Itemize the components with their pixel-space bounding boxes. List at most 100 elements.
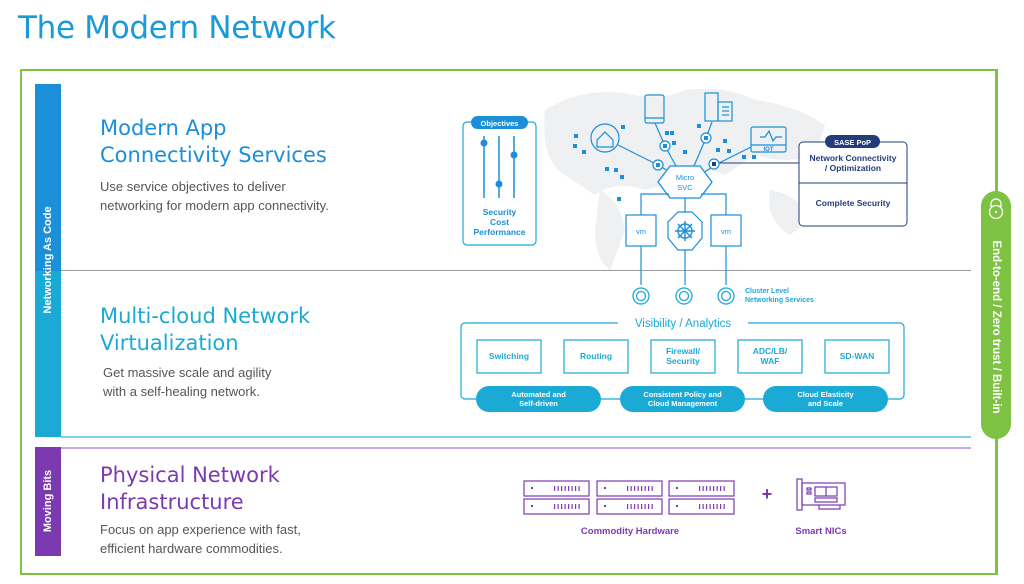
zero-trust-connector <box>995 71 997 191</box>
server-icon <box>523 480 590 497</box>
objectives-badge <box>471 116 528 129</box>
section-title-physical: Physical Network Infrastructure <box>100 462 280 516</box>
gear-icon <box>675 287 693 305</box>
gear-icon <box>717 287 735 305</box>
service-box-frame <box>737 339 803 374</box>
vm-label: vm <box>721 227 731 236</box>
sase-badge-label: SASE PoP <box>834 138 871 147</box>
service-label: Switching <box>489 351 529 361</box>
slider-knob <box>480 139 488 147</box>
service-box-frame <box>824 339 890 374</box>
smart-nic-icon <box>796 478 846 511</box>
plus-sign: + <box>762 484 773 504</box>
visibility-label-bg <box>618 316 748 330</box>
service-box: ADC/LB/WAF <box>737 339 803 374</box>
service-label: Security <box>666 356 700 366</box>
service-boxes: Switching Routing Firewall/Security ADC/LB/… <box>476 339 890 374</box>
server-icon <box>596 480 663 497</box>
cluster-label: Cluster Level <box>745 288 789 295</box>
server-icon <box>668 498 735 515</box>
commodity-hardware-servers <box>523 480 735 515</box>
pill-bg <box>763 386 888 412</box>
section-divider <box>61 436 971 438</box>
tree-lines <box>640 193 727 285</box>
service-label: Firewall/ <box>666 346 701 356</box>
title-line: Physical Network <box>100 463 280 487</box>
iot-icon <box>750 126 787 153</box>
lock-icon <box>988 198 1004 220</box>
server-icon <box>596 498 663 515</box>
gear-icons <box>632 287 735 305</box>
cluster-label: Networking Services <box>745 297 814 304</box>
micro-svc-label: Micro <box>676 173 694 182</box>
service-box: Routing <box>563 339 629 374</box>
gear-icon <box>632 287 650 305</box>
title-line: Modern App <box>100 116 227 140</box>
desc-line: with a self-healing network. <box>103 384 260 399</box>
objective-performance: Performance <box>474 227 526 237</box>
title-line: Connectivity Services <box>100 143 327 167</box>
pill-label: Consistent Policy and <box>643 390 722 399</box>
networking-as-code-band-bottom <box>35 271 61 437</box>
service-box: Switching <box>476 339 542 374</box>
section-divider <box>61 447 971 449</box>
pill-bg <box>620 386 745 412</box>
zero-trust-pill <box>981 191 1011 439</box>
desc-line: Focus on app experience with fast, <box>100 522 301 537</box>
smart-nics-label: Smart NICs <box>795 526 846 537</box>
pill-label: Cloud Management <box>648 399 718 408</box>
section-desc-app-connectivity: Use service objectives to deliver networ… <box>100 177 329 215</box>
objectives-badge-label: Objectives <box>481 119 519 128</box>
service-box-frame <box>563 339 629 374</box>
sase-row2: Complete Security <box>816 198 891 208</box>
service-label: Routing <box>580 351 612 361</box>
service-box: Firewall/Security <box>650 339 716 374</box>
vm-box <box>710 214 742 247</box>
pill-label: Self-driven <box>519 399 558 408</box>
server-icon <box>668 480 735 497</box>
server-icon <box>523 498 590 515</box>
pill-label: Automated and <box>511 390 566 399</box>
commodity-hardware-label: Commodity Hardware <box>581 526 679 537</box>
iot-label: IOT <box>764 147 774 153</box>
pill-label: Cloud Elasticity <box>797 390 854 399</box>
vm-label: vm <box>636 227 646 236</box>
networking-as-code-band-top <box>35 84 61 271</box>
page-title: The Modern Network <box>18 10 336 46</box>
pill-bg <box>476 386 601 412</box>
title-line: Multi-cloud Network <box>100 304 311 328</box>
micro-svc-label: SVC <box>677 183 693 192</box>
objective-cost: Cost <box>490 217 509 227</box>
helm-wheel-icon <box>675 221 695 241</box>
zero-trust-connector <box>995 439 997 573</box>
desc-line: networking for modern app connectivity. <box>100 198 329 213</box>
desc-line: Get massive scale and agility <box>103 365 272 380</box>
service-box-frame <box>476 339 542 374</box>
moving-bits-band <box>35 447 61 556</box>
title-line: Virtualization <box>100 331 239 355</box>
section-desc-physical: Focus on app experience with fast, effic… <box>100 520 301 558</box>
home-glyph <box>596 131 614 148</box>
sase-row1: Network Connectivity <box>810 153 897 163</box>
slider-knob <box>510 151 518 159</box>
sase-row1: / Optimization <box>825 163 881 173</box>
connector-nodes <box>652 132 720 171</box>
section-desc-multicloud: Get massive scale and agility with a sel… <box>103 363 271 401</box>
service-box-frame <box>650 339 716 374</box>
service-label: WAF <box>761 356 780 366</box>
title-line: Infrastructure <box>100 490 244 514</box>
objective-security: Security <box>483 207 517 217</box>
slider-knob <box>495 180 503 188</box>
pill-label: and Scale <box>808 399 843 408</box>
home-user-icon <box>590 123 620 153</box>
vm-box <box>625 214 657 247</box>
section-title-multicloud: Multi-cloud Network Virtualization <box>100 303 310 357</box>
micro-svc-hexagon <box>657 165 713 199</box>
section-title-app-connectivity: Modern App Connectivity Services <box>100 115 327 169</box>
sase-pop-panel: SASE PoP Network Connectivity / Optimiza… <box>798 135 908 227</box>
